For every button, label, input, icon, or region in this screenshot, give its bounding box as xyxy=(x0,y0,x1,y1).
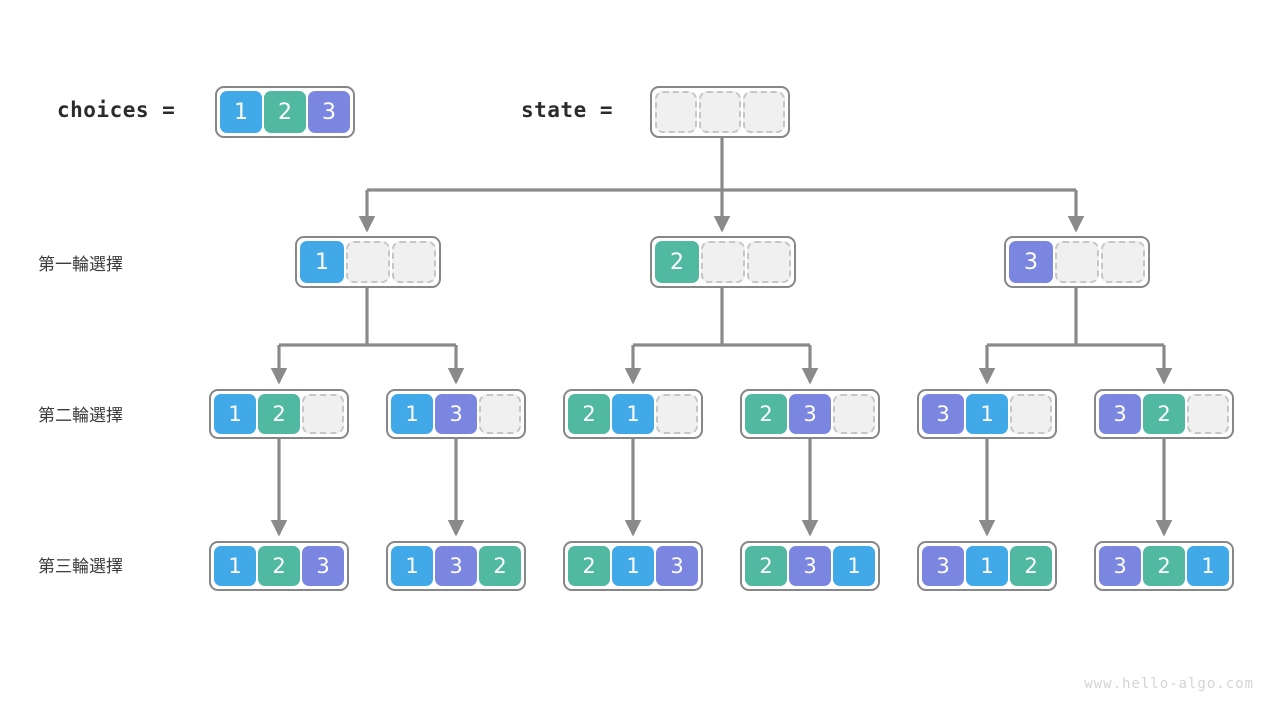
choices-cell-1: 2 xyxy=(264,91,306,133)
node-cell: 3 xyxy=(1099,394,1141,434)
node-cell: 3 xyxy=(1009,241,1053,283)
node-cell: 2 xyxy=(1143,546,1185,586)
node-level1-0: 1 xyxy=(295,236,441,288)
node-cell: 2 xyxy=(258,394,300,434)
node-cell xyxy=(656,394,698,434)
node-cell: 1 xyxy=(612,394,654,434)
choices-cell-2: 3 xyxy=(308,91,350,133)
node-level2-3: 2 3 xyxy=(740,389,880,439)
node-cell: 2 xyxy=(655,241,699,283)
node-cell xyxy=(1187,394,1229,434)
node-cell: 3 xyxy=(789,394,831,434)
node-level3-1: 1 3 2 xyxy=(386,541,526,591)
node-cell: 3 xyxy=(922,546,964,586)
node-cell: 3 xyxy=(435,394,477,434)
row-label-round-3: 第三輪選擇 xyxy=(38,557,123,577)
choices-label: choices = xyxy=(57,98,176,122)
node-level3-0: 1 2 3 xyxy=(209,541,349,591)
node-cell xyxy=(701,241,745,283)
row-label-round-2: 第二輪選擇 xyxy=(38,406,123,426)
node-cell xyxy=(392,241,436,283)
node-level3-3: 2 3 1 xyxy=(740,541,880,591)
node-cell: 1 xyxy=(612,546,654,586)
node-level2-4: 3 1 xyxy=(917,389,1057,439)
node-cell: 2 xyxy=(1010,546,1052,586)
node-cell: 2 xyxy=(568,394,610,434)
node-cell xyxy=(1055,241,1099,283)
node-cell: 1 xyxy=(391,394,433,434)
node-level1-2: 3 xyxy=(1004,236,1150,288)
node-cell xyxy=(1101,241,1145,283)
node-level3-2: 2 1 3 xyxy=(563,541,703,591)
node-cell: 1 xyxy=(966,546,1008,586)
state-label: state = xyxy=(521,98,614,122)
node-cell: 3 xyxy=(922,394,964,434)
node-cell: 3 xyxy=(302,546,344,586)
node-cell: 2 xyxy=(745,546,787,586)
node-cell: 3 xyxy=(435,546,477,586)
node-cell: 2 xyxy=(479,546,521,586)
node-cell: 1 xyxy=(1187,546,1229,586)
node-cell: 2 xyxy=(568,546,610,586)
node-level3-4: 3 1 2 xyxy=(917,541,1057,591)
node-level2-0: 1 2 xyxy=(209,389,349,439)
node-cell: 1 xyxy=(966,394,1008,434)
node-level2-1: 1 3 xyxy=(386,389,526,439)
node-cell xyxy=(833,394,875,434)
node-level2-2: 2 1 xyxy=(563,389,703,439)
node-cell: 3 xyxy=(789,546,831,586)
node-cell: 2 xyxy=(258,546,300,586)
state-cell-0 xyxy=(655,91,697,133)
site-watermark: www.hello-algo.com xyxy=(1084,676,1254,692)
row-label-round-1: 第一輪選擇 xyxy=(38,255,123,275)
node-level3-5: 3 2 1 xyxy=(1094,541,1234,591)
node-cell: 1 xyxy=(214,394,256,434)
node-level2-5: 3 2 xyxy=(1094,389,1234,439)
node-cell: 1 xyxy=(214,546,256,586)
node-cell xyxy=(302,394,344,434)
node-cell: 1 xyxy=(300,241,344,283)
node-cell: 1 xyxy=(391,546,433,586)
node-level1-1: 2 xyxy=(650,236,796,288)
node-cell: 2 xyxy=(1143,394,1185,434)
state-cell-1 xyxy=(699,91,741,133)
node-cell xyxy=(346,241,390,283)
state-cell-2 xyxy=(743,91,785,133)
node-cell xyxy=(1010,394,1052,434)
state-array xyxy=(650,86,790,138)
node-cell: 1 xyxy=(833,546,875,586)
node-cell: 3 xyxy=(656,546,698,586)
node-cell: 2 xyxy=(745,394,787,434)
node-cell: 3 xyxy=(1099,546,1141,586)
node-cell xyxy=(747,241,791,283)
choices-cell-0: 1 xyxy=(220,91,262,133)
choices-array: 1 2 3 xyxy=(215,86,355,138)
node-cell xyxy=(479,394,521,434)
